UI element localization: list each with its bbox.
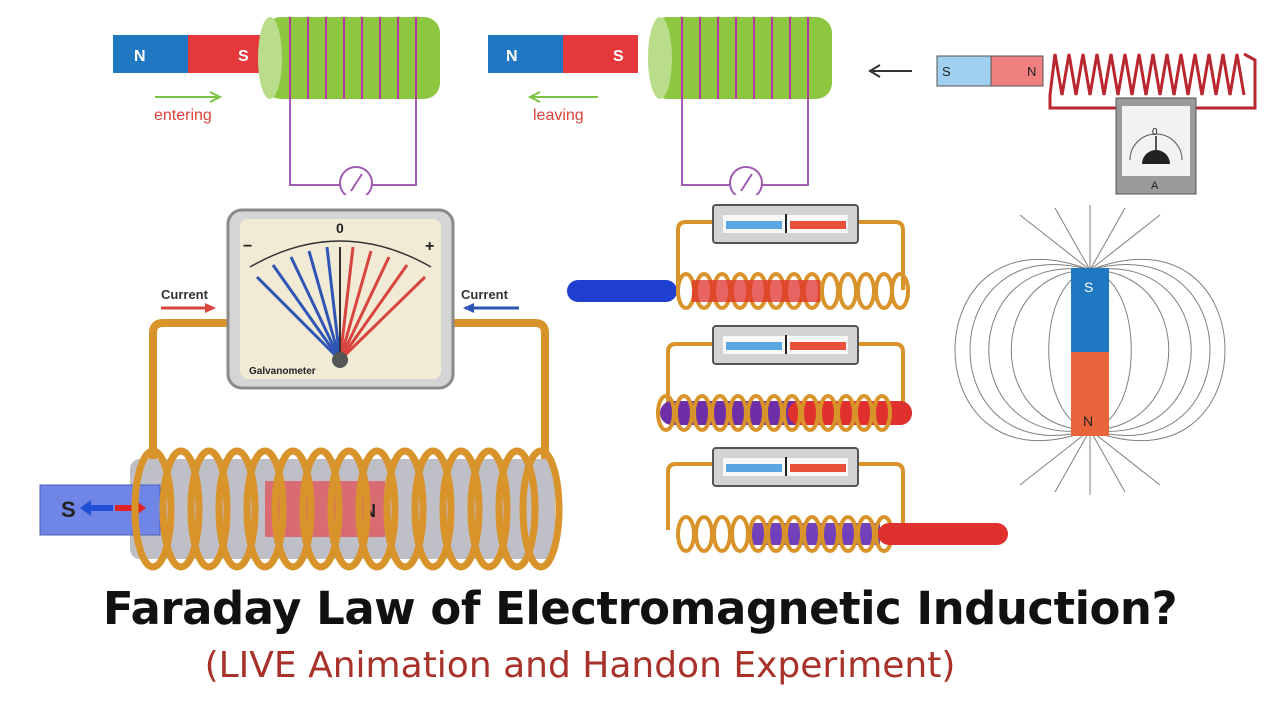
south-pole [1071,268,1109,352]
galvanometer-icon [339,166,373,195]
ammeter-panel: S N 0 A [868,52,1257,195]
scale-minus: − [243,238,252,255]
spring-wire [1048,52,1257,110]
setup-3 [666,447,1008,553]
north-label: N [1027,64,1036,79]
needle-sweep-negative [255,246,342,362]
coil-body [652,17,832,99]
page-title: Faraday Law of Electromagnetic Induction… [102,582,1178,635]
south-label: S [61,497,76,522]
south-label: S [238,48,249,65]
current-label-right: Current [461,287,509,302]
meter-zero: 0 [1152,127,1158,138]
circuit-wire [149,319,549,475]
current-label-left: Current [161,287,209,302]
copper-coil [131,447,563,571]
setup-1 [567,204,910,310]
setup-2 [656,325,912,432]
south-pole [936,55,992,87]
south-label: S [1084,279,1093,295]
galvanometer-label: Galvanometer [249,366,316,377]
north-pole [488,35,563,73]
motion-label: entering [154,107,212,124]
south-pole [563,35,638,73]
south-label: S [942,64,951,79]
north-label: N [1083,413,1093,429]
scale-zero: 0 [336,220,344,236]
north-pole [113,35,188,73]
galvanometer-icon [729,166,763,195]
field-lines-panel: S N [954,205,1226,495]
coil-end [258,17,282,99]
motion-label: leaving [533,107,584,124]
page-subtitle: (LIVE Animation and Handon Experiment) [204,645,956,686]
scale-plus: + [425,238,434,255]
spring-coil [1048,53,1246,96]
north-label: N [506,48,518,65]
coil-windings [681,17,809,99]
leaving-panel: N S leaving [488,17,832,195]
south-pole [188,35,263,73]
south-label: S [613,48,624,65]
coil-end [648,17,672,99]
three-coil-panel [567,204,1008,553]
needle-sweep-positive [338,246,427,362]
north-pole [1071,352,1109,436]
north-label: N [134,48,146,65]
coil-body [265,17,440,99]
meter-unit: A [1151,180,1159,192]
galvanometer-panel: 0 − + Galvanometer Current Current S N [39,208,563,571]
entering-panel: N S entering [113,17,440,195]
coil-windings [289,17,417,99]
north-pole [990,55,1044,87]
